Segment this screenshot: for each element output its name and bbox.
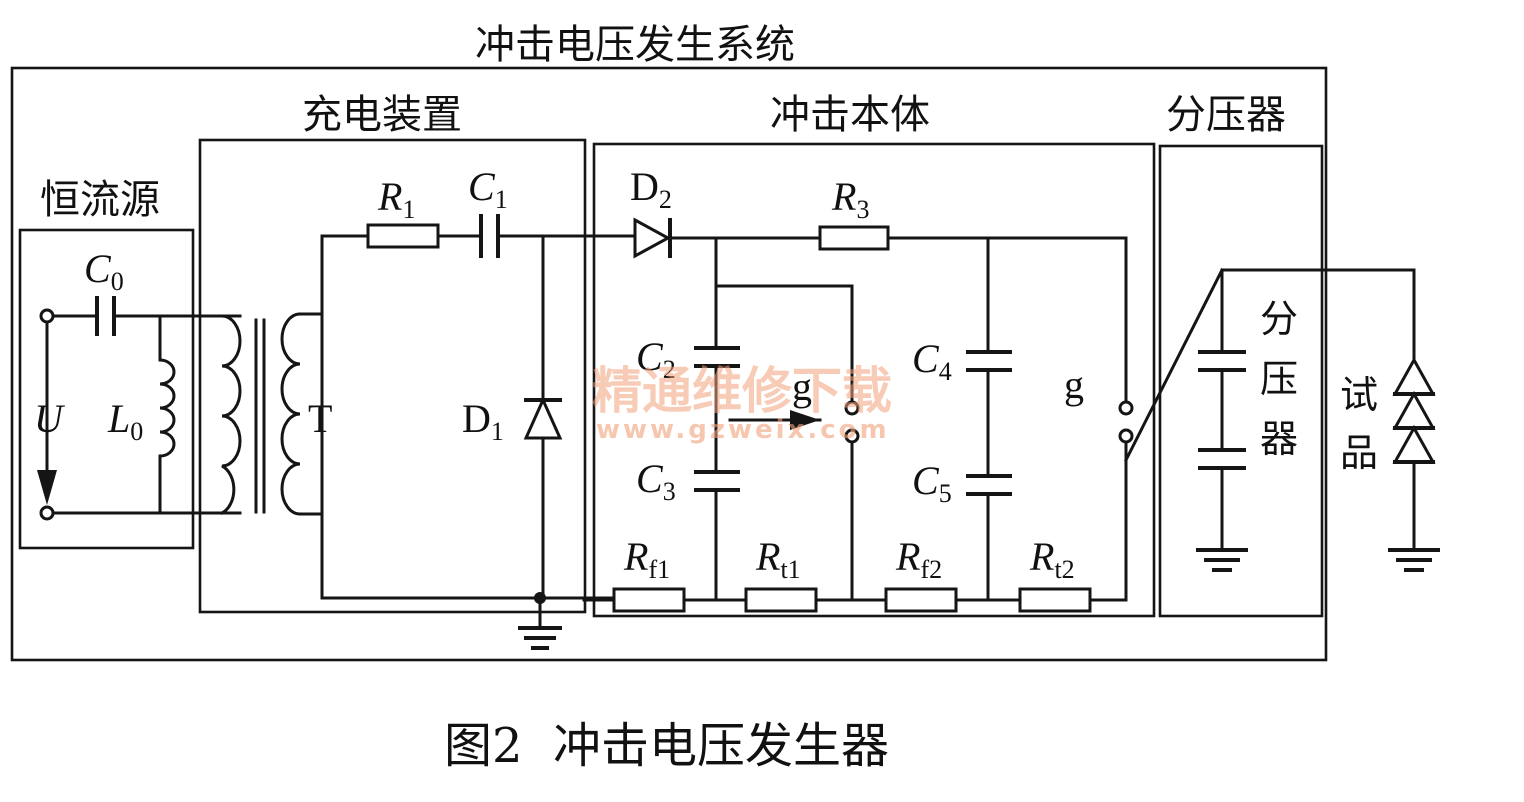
g-outer-label: g — [1064, 362, 1084, 407]
divider-section-label: 分压器 — [1166, 92, 1286, 138]
watermark-url: www.gzweix.com — [596, 415, 890, 445]
charging-circuit — [320, 214, 634, 650]
c3-label: C3 — [636, 456, 676, 506]
impulse-body-box — [592, 142, 1156, 618]
divider-section-box — [1158, 144, 1324, 618]
current-source-circuit — [37, 296, 242, 521]
system-title: 冲击电压发生系统 — [475, 22, 795, 68]
divider-circuit — [1123, 267, 1440, 572]
d2-label: D2 — [630, 164, 672, 214]
c1-label: C1 — [468, 164, 508, 214]
test-object-label-1: 试 — [1340, 373, 1378, 417]
c0-label: C0 — [84, 246, 124, 296]
divider-inner-label-3: 器 — [1260, 417, 1298, 461]
c5-label: C5 — [912, 458, 952, 508]
impulse-body-circuit — [582, 217, 1134, 613]
c4-label: C4 — [912, 336, 952, 386]
r1-label: R1 — [377, 174, 415, 224]
system-box — [10, 66, 1328, 662]
g-inner-label: g — [792, 364, 812, 409]
rt2-label: Rt2 — [1029, 534, 1075, 584]
t-label: T — [308, 396, 332, 441]
c2-label: C2 — [636, 334, 676, 384]
test-object-label-2: 品 — [1340, 431, 1378, 475]
watermark-text: 精通维修下载 — [592, 362, 892, 420]
d1-label: D1 — [462, 396, 504, 446]
u-label: U — [34, 396, 66, 441]
charging-device-label: 充电装置 — [302, 92, 462, 138]
current-source-label: 恒流源 — [40, 177, 160, 223]
current-source-box — [18, 228, 195, 550]
divider-inner-label-2: 压 — [1260, 357, 1298, 401]
l0-label: L0 — [107, 396, 143, 446]
r3-label: R3 — [831, 174, 869, 224]
divider-inner-label-1: 分 — [1260, 297, 1298, 341]
rf2-label: Rf2 — [895, 534, 942, 584]
charging-device-box — [198, 138, 587, 614]
figure-caption: 图2 冲击电压发生器 — [444, 718, 889, 774]
rf1-label: Rf1 — [623, 534, 670, 584]
rt1-label: Rt1 — [755, 534, 801, 584]
impulse-body-label: 冲击本体 — [770, 92, 930, 138]
transformer — [219, 312, 324, 516]
